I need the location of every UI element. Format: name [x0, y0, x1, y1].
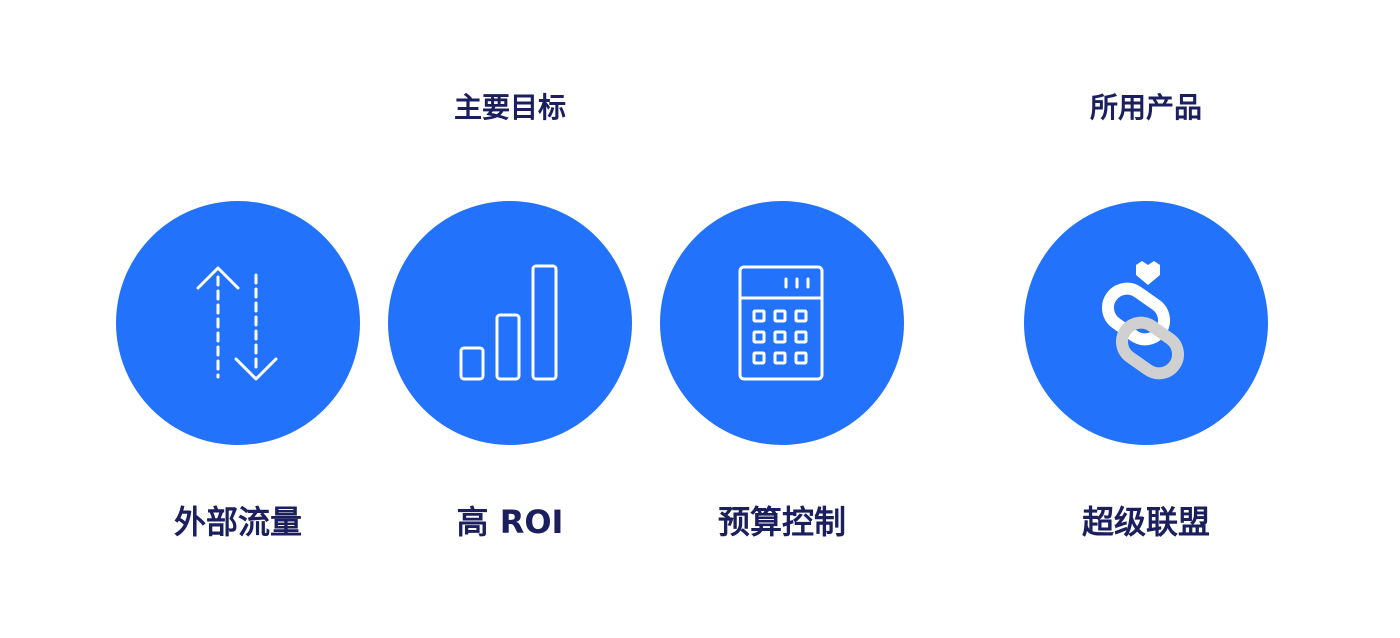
roi-circle — [388, 201, 632, 445]
bar-chart-icon — [459, 264, 558, 381]
traffic-arrows-icon — [196, 266, 278, 381]
traffic-circle — [116, 201, 360, 445]
chain-link-icon — [1101, 261, 1185, 380]
affiliate-circle — [1024, 201, 1268, 445]
calculator-icon — [738, 265, 824, 381]
goal-label-budget: 预算控制 — [717, 503, 846, 541]
goal-label-traffic: 外部流量 — [173, 503, 302, 541]
product-label-affiliate: 超级联盟 — [1081, 503, 1210, 541]
products-section-title: 所用产品 — [1089, 91, 1202, 124]
heart-shield-icon — [1136, 261, 1160, 285]
goals-section-title: 主要目标 — [453, 91, 566, 124]
budget-circle — [660, 201, 904, 445]
goal-label-roi: 高 ROI — [456, 503, 564, 541]
